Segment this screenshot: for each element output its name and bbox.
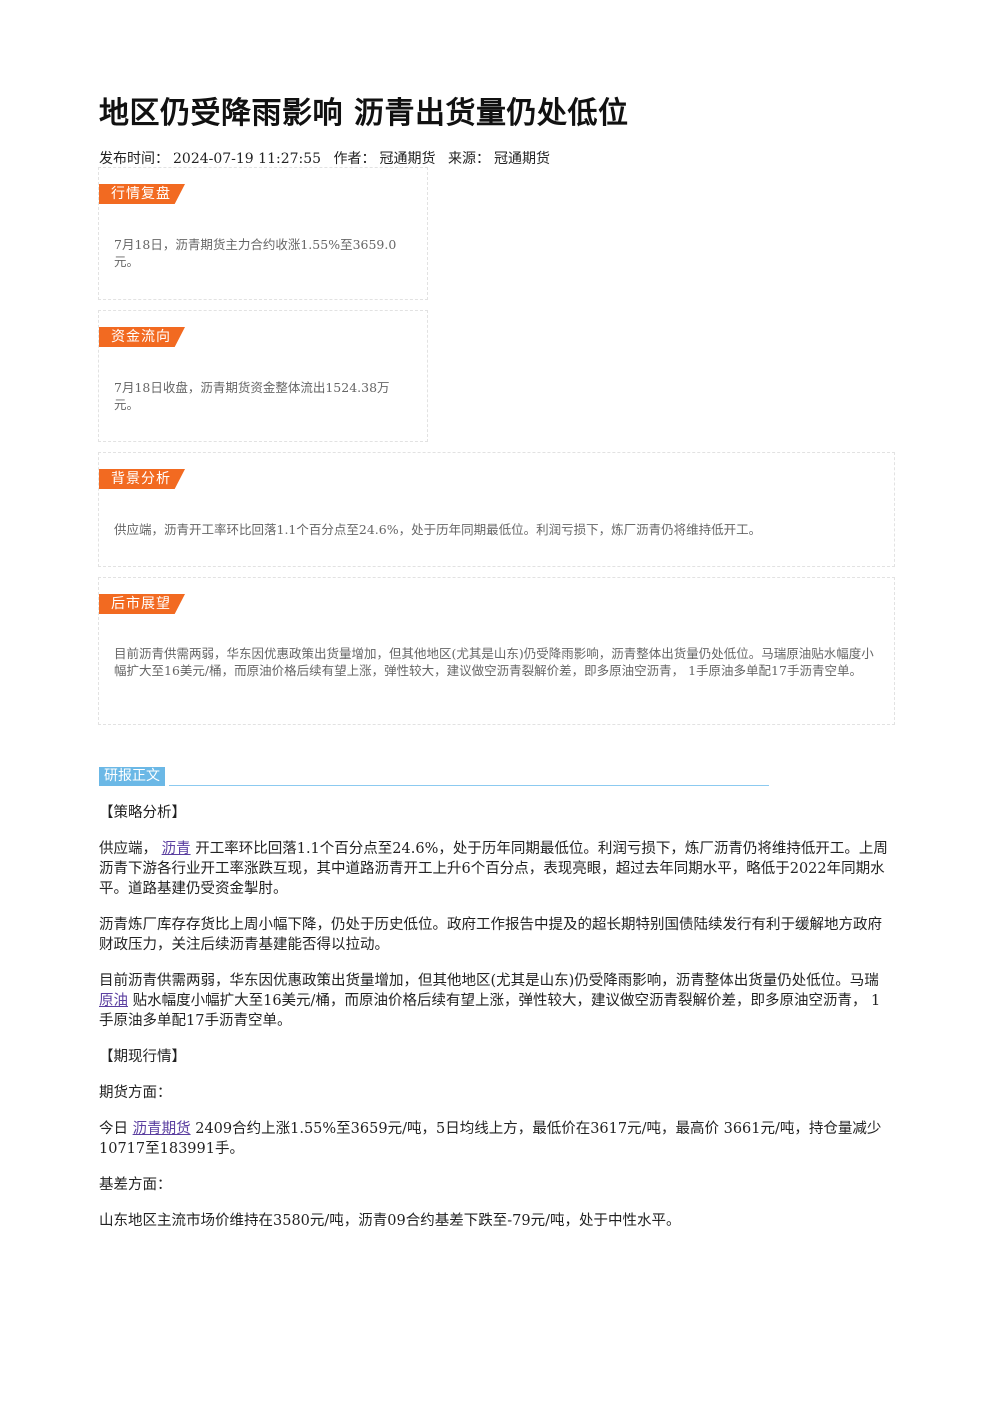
strategy-paragraph-2: 沥青炼厂库存存货比上周小幅下降，仍处于历史低位。政府工作报告中提及的超长期特别国… xyxy=(99,917,882,953)
publish-label: 发布时间：2024-07-19 11:27:55 xyxy=(99,151,322,167)
card-tag-fund-flow: 资金流向 xyxy=(99,327,185,347)
card-background: 背景分析 供应端，沥青开工率环比回落1.1个百分点至24.6%，处于历年同期最低… xyxy=(98,452,895,567)
strategy-paragraph-3: 目前沥青供需两弱，华东因优惠政策出货量增加，但其他地区(尤其是山东)仍受降雨影响… xyxy=(99,973,881,1029)
article-title: 地区仍受降雨影响 沥青出货量仍处低位 xyxy=(99,96,629,131)
market-heading: 【期现行情】 xyxy=(99,1049,186,1065)
card-fund-flow: 资金流向 7月18日收盘，沥青期货资金整体流出1524.38万元。 xyxy=(98,310,428,442)
card-tag-background: 背景分析 xyxy=(99,469,185,489)
basis-paragraph: 山东地区主流市场价维持在3580元/吨，沥青09合约基差下跌至-79元/吨，处于… xyxy=(99,1213,681,1229)
report-section-label: 研报正文 xyxy=(99,767,165,786)
link-crude-oil[interactable]: 原油 xyxy=(99,993,128,1009)
card-text-outlook: 目前沥青供需两弱，华东因优惠政策出货量增加，但其他地区(尤其是山东)仍受降雨影响… xyxy=(114,646,874,678)
card-text-background: 供应端，沥青开工率环比回落1.1个百分点至24.6%，处于历年同期最低位。利润亏… xyxy=(114,522,762,537)
publish-time: 2024-07-19 11:27:55 xyxy=(173,151,322,167)
strategy-paragraph-1: 供应端， 沥青 开工率环比回落1.1个百分点至24.6%，处于历年同期最低位。利… xyxy=(99,841,888,897)
source-name: 冠通期货 xyxy=(493,151,550,167)
author-name: 冠通期货 xyxy=(379,151,436,167)
author-info: 作者：冠通期货 xyxy=(333,151,436,167)
link-asphalt[interactable]: 沥青 xyxy=(161,841,191,857)
card-text-market-review: 7月18日，沥青期货主力合约收涨1.55%至3659.0元。 xyxy=(114,237,397,269)
futures-label: 期货方面： xyxy=(99,1085,172,1101)
card-outlook: 后市展望 目前沥青供需两弱，华东因优惠政策出货量增加，但其他地区(尤其是山东)仍… xyxy=(98,577,895,725)
article-meta: 发布时间：2024-07-19 11:27:55 作者：冠通期货 来源：冠通期货 xyxy=(99,148,558,168)
futures-paragraph: 今日 沥青期货 2409合约上涨1.55%至3659元/吨，5日均线上方，最低价… xyxy=(99,1121,882,1157)
section-divider xyxy=(169,785,769,786)
card-tag-market-review: 行情复盘 xyxy=(99,184,185,204)
strategy-heading: 【策略分析】 xyxy=(99,805,186,821)
source-info: 来源：冠通期货 xyxy=(447,151,550,167)
card-market-review: 行情复盘 7月18日，沥青期货主力合约收涨1.55%至3659.0元。 xyxy=(98,167,428,300)
report-section-header: 研报正文 xyxy=(99,767,769,786)
card-tag-outlook: 后市展望 xyxy=(99,594,185,614)
card-text-fund-flow: 7月18日收盘，沥青期货资金整体流出1524.38万元。 xyxy=(114,380,390,412)
basis-label: 基差方面： xyxy=(99,1177,172,1193)
link-asphalt-futures[interactable]: 沥青期货 xyxy=(132,1121,191,1137)
